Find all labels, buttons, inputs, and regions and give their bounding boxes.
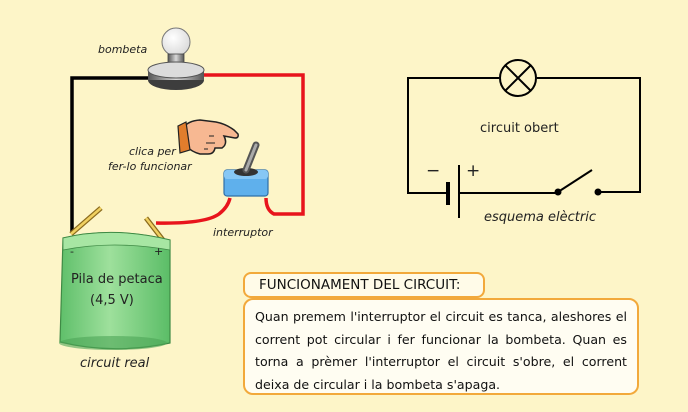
schematic-switch-lever bbox=[557, 169, 593, 193]
bulb-label: bombeta bbox=[98, 43, 148, 56]
explanation-title: FUNCIONAMENT DEL CIRCUIT: bbox=[243, 272, 485, 298]
negative-wire bbox=[70, 76, 156, 232]
schematic-caption: esquema elèctric bbox=[484, 210, 596, 225]
explanation-text: Quan premem l'interruptor el circuit es … bbox=[243, 298, 639, 395]
battery-name-line1: Pila de petaca bbox=[71, 272, 163, 287]
switch[interactable] bbox=[223, 141, 269, 197]
positive-wire-top bbox=[196, 73, 305, 216]
circuit-state-label: circuit obert bbox=[480, 121, 559, 136]
schematic-plus-sign: + bbox=[466, 161, 481, 181]
schematic-diagram bbox=[407, 59, 641, 218]
pointing-hand-icon bbox=[177, 119, 239, 155]
schematic-minus-sign: − bbox=[426, 161, 441, 181]
bulb bbox=[147, 27, 205, 90]
click-hint-line1: clica per bbox=[129, 145, 176, 158]
battery-name-line2: (4,5 V) bbox=[90, 293, 134, 308]
click-hint-line2: fer-lo funcionar bbox=[108, 160, 192, 173]
battery-minus-sign: - bbox=[70, 245, 74, 258]
battery bbox=[59, 231, 171, 350]
real-circuit-caption: circuit real bbox=[80, 356, 150, 371]
battery-plus-sign: + bbox=[154, 245, 164, 258]
switch-label: interruptor bbox=[213, 226, 273, 239]
positive-wire-bottom bbox=[155, 197, 232, 225]
